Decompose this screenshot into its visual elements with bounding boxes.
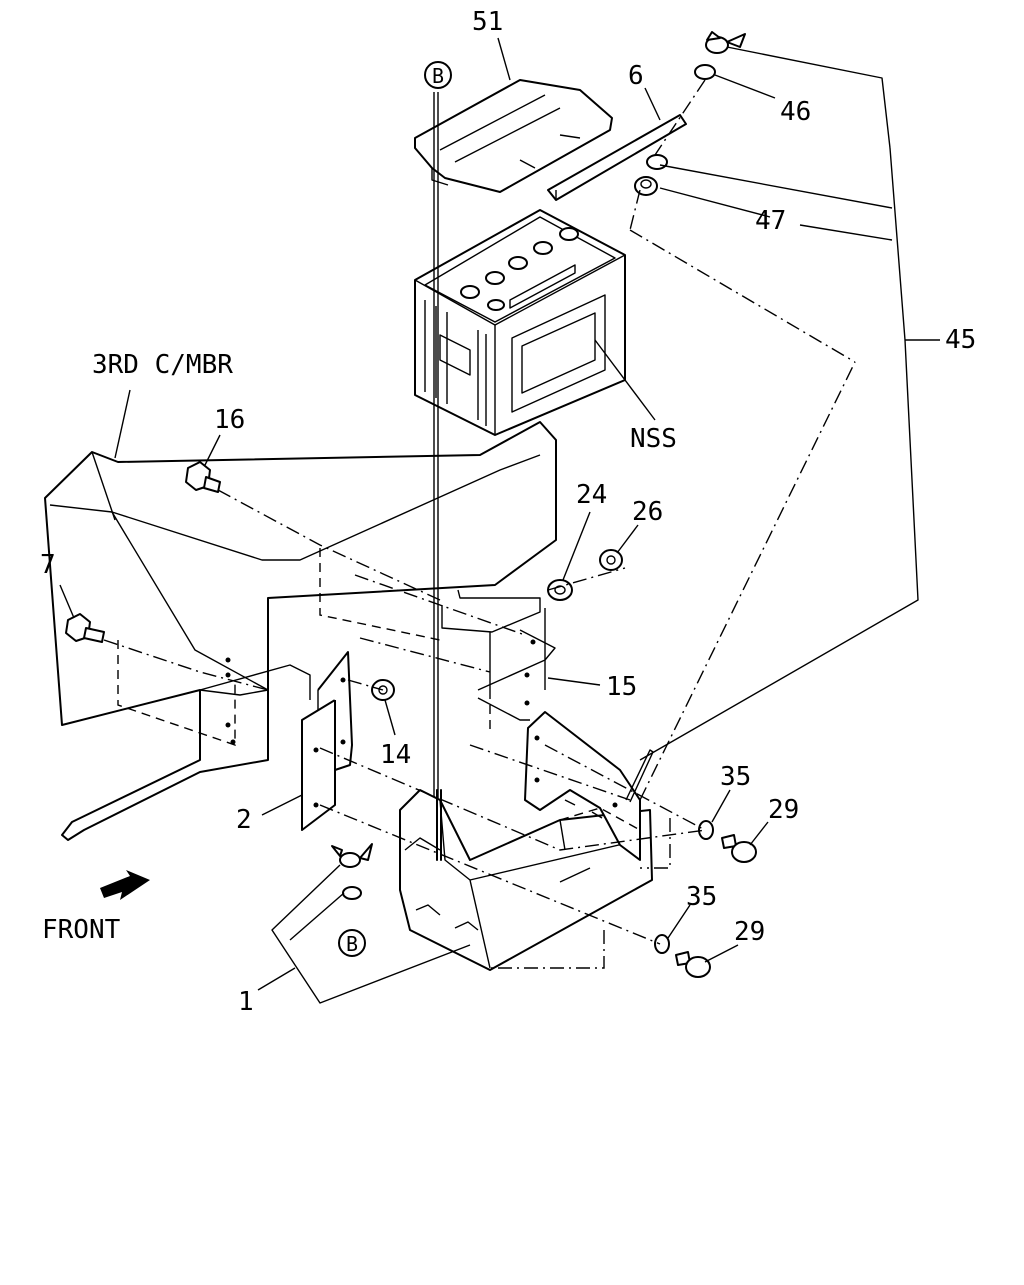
callout-1: 1 xyxy=(238,987,254,1017)
battery xyxy=(414,209,626,436)
frame-cross-member xyxy=(44,421,557,841)
svg-text:B: B xyxy=(346,932,358,956)
callout-35-upper: 35 xyxy=(720,762,751,792)
front-label: FRONT xyxy=(42,915,121,945)
top-wing-nut xyxy=(705,31,746,54)
battery-cover xyxy=(414,79,613,193)
svg-text:B: B xyxy=(432,64,444,88)
frame-label: 3RD C/MBR xyxy=(92,350,233,380)
nut-24 xyxy=(547,579,573,601)
callout-47: 47 xyxy=(755,206,786,236)
bolt-29a xyxy=(721,834,757,863)
callout-7: 7 xyxy=(40,550,56,580)
hold-down-bar xyxy=(547,114,687,201)
washer-46b xyxy=(646,154,668,170)
callout-15: 15 xyxy=(606,672,637,702)
callout-14: 14 xyxy=(380,740,411,770)
callout-2: 2 xyxy=(236,805,252,835)
battery-label: NSS xyxy=(630,424,677,454)
wing-nut-lower xyxy=(331,843,373,868)
marker-b-top: B xyxy=(424,61,452,89)
assembly-lines xyxy=(103,79,856,969)
bolt-16 xyxy=(185,461,221,493)
callout-51: 51 xyxy=(472,7,503,37)
hold-down-rod xyxy=(625,749,654,803)
callout-26: 26 xyxy=(632,497,663,527)
callout-29-lower: 29 xyxy=(734,917,765,947)
washer-35b xyxy=(654,934,670,954)
nut-26 xyxy=(599,549,623,571)
washer-lower xyxy=(342,886,362,900)
nut-47 xyxy=(634,176,658,196)
washer-35a xyxy=(698,820,714,840)
washer-46a xyxy=(694,64,716,80)
bracket-15 xyxy=(441,589,556,730)
callout-29-upper: 29 xyxy=(768,795,799,825)
callout-45: 45 xyxy=(945,325,976,355)
callout-6: 6 xyxy=(628,61,644,91)
callout-leaders xyxy=(59,37,940,1004)
callout-35-lower: 35 xyxy=(686,882,717,912)
marker-b-bottom: B xyxy=(338,929,366,957)
bolt-29b xyxy=(675,951,711,978)
callout-16: 16 xyxy=(214,405,245,435)
callout-46: 46 xyxy=(780,97,811,127)
bracket-2 xyxy=(301,651,353,831)
battery-terminals xyxy=(460,227,579,311)
callout-24: 24 xyxy=(576,480,607,510)
front-arrow-icon xyxy=(100,870,150,900)
bolt-7 xyxy=(65,613,105,643)
